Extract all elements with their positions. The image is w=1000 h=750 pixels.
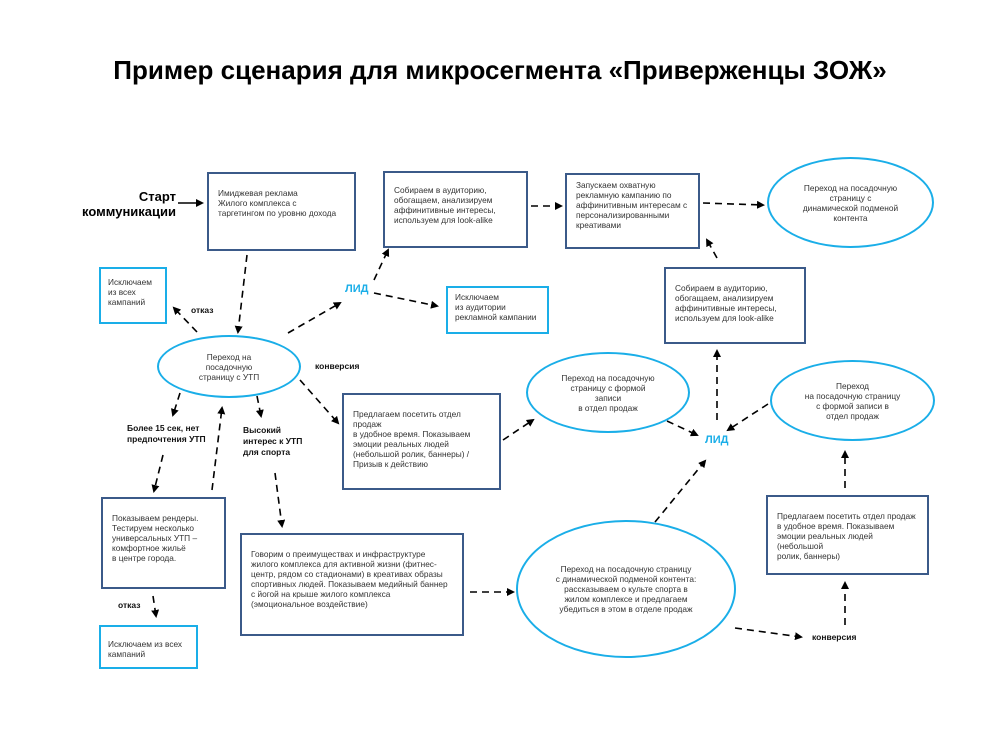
node-landing-dynamic: Переход на посадочную страницу с динамич… xyxy=(767,157,934,248)
label-high-interest: Высокий интерес к УТП для спорта xyxy=(243,425,303,457)
node-renders: Показываем рендеры. Тестируем несколько … xyxy=(101,497,226,589)
arrow xyxy=(702,200,765,209)
arrow xyxy=(211,406,226,491)
node-exclude-all-2: Исключаем из всех кампаний xyxy=(99,625,198,669)
label-lead-1: ЛИД xyxy=(345,283,369,295)
node-collect-audience-2: Собираем в аудиторию, обогащаем, анализи… xyxy=(664,267,806,344)
arrow xyxy=(654,459,707,523)
node-reach-campaign: Запускаем охватную рекламную кампанию по… xyxy=(565,173,700,249)
arrow xyxy=(726,403,769,432)
node-exclude-campaign: Исключаем из аудитории рекламной кампани… xyxy=(446,286,549,334)
node-offer-sales-1: Предлагаем посетить отдел продаж в удобн… xyxy=(342,393,501,490)
arrow xyxy=(151,595,160,618)
label-lead-2: ЛИД xyxy=(705,434,729,446)
node-offer-sales-2: Предлагаем посетить отдел продаж в удобн… xyxy=(766,495,929,575)
arrow xyxy=(255,395,264,418)
label-conversion-1: конверсия xyxy=(315,361,360,371)
node-landing-form-1: Переход на посадочную страницу с формой … xyxy=(526,352,690,433)
arrow xyxy=(373,292,439,309)
arrow xyxy=(171,392,181,417)
arrow xyxy=(502,418,535,441)
arrow xyxy=(373,248,390,281)
arrow xyxy=(299,379,340,425)
node-landing-utp: Переход на посадочную страницу с УТП xyxy=(157,335,301,398)
node-image-ad: Имиджевая реклама Жилого комплекса с тар… xyxy=(207,172,356,251)
page-title: Пример сценария для микросегмента «Приве… xyxy=(113,55,887,85)
node-landing-sport: Переход на посадочную страницу с динамич… xyxy=(516,520,736,658)
label-refusal-2: отказ xyxy=(118,600,141,610)
node-sport-infra: Говорим о преимуществах и инфраструктуре… xyxy=(240,533,464,636)
label-conversion-2: конверсия xyxy=(812,632,857,642)
label-no-preference: Более 15 сек, нет предпочтения УТП xyxy=(127,423,206,444)
start-label: Старт коммуникации xyxy=(82,189,176,219)
arrow xyxy=(706,238,718,259)
arrow xyxy=(666,420,699,437)
node-landing-form-2: Переход на посадочную страницу с формой … xyxy=(770,360,935,441)
node-collect-audience-1: Собираем в аудиторию, обогащаем, анализи… xyxy=(383,171,528,248)
node-exclude-all-1: Исключаем из всех кампаний xyxy=(99,267,167,324)
arrow xyxy=(234,254,248,334)
arrow xyxy=(274,472,286,528)
label-refusal-1: отказ xyxy=(191,305,214,315)
arrow xyxy=(734,627,803,641)
arrow xyxy=(172,306,198,333)
arrow xyxy=(287,302,342,334)
arrow xyxy=(151,454,164,493)
